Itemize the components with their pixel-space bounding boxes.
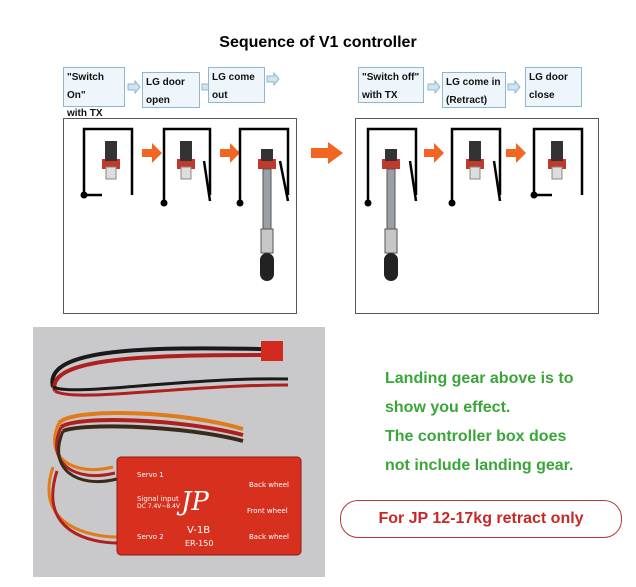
retract-mechanism-icon [466,141,484,180]
sequence-arrow-icon [311,142,343,164]
jp-logo: JP [181,487,209,517]
code-label: ER-150 [185,539,214,548]
controller-box [116,456,302,556]
signal-label: Signal input [137,495,179,503]
diagram-title: Sequence of V1 controller [219,34,417,51]
model-label: V-1B [187,525,211,536]
step-arrow-icon [507,80,521,94]
extended-landing-gear-icon [258,149,276,281]
servo2-label: Servo 2 [137,533,164,541]
step-arrow-icon [127,80,141,94]
step-arrow-icon [427,80,441,94]
servo1-label: Servo 1 [137,471,164,479]
step-lg-door-close: LG door close [525,67,582,107]
controller-photo: Servo 1 Signal input DC 7.4V~8.4V Servo … [33,327,325,577]
note-line: The controller box does [385,428,567,445]
back-wheel-2-label: Back wheel [249,533,289,541]
note-line: show you effect. [385,399,511,416]
wire-harness-illustration [47,341,302,556]
note-line: not include landing gear. [385,457,574,474]
step-switch-on: "Switch On" with TX [63,67,125,119]
note-line: Landing gear above is to [385,370,574,387]
extended-landing-gear-icon [382,149,400,281]
voltage-label: DC 7.4V~8.4V [137,503,181,510]
step-lg-door-open: LG door open [142,72,200,108]
back-wheel-1-label: Back wheel [249,481,289,489]
retract-mechanism-icon [548,141,566,180]
step-lg-come-in: LG come in (Retract) [442,72,506,108]
landing-gear-extend-illustration [80,127,290,281]
retract-mechanism-icon [177,141,195,180]
sequence-arrow-icon [506,143,526,163]
step-lg-come-out: LG come out [208,67,265,103]
landing-gear-retract-illustration [364,127,584,281]
notes-block: Landing gear above is to show you effect… [385,364,625,480]
step-arrow-icon [266,72,280,86]
sequence-arrow-icon [424,143,444,163]
front-wheel-label: Front wheel [247,507,288,515]
sequence-panel-extend [63,118,297,314]
sequence-arrow-icon [142,143,162,163]
retract-mechanism-icon [102,141,120,180]
sequence-arrow-icon [220,143,240,163]
retract-compatibility-note: For JP 12-17kg retract only [340,500,622,538]
jst-connector [261,341,283,361]
sequence-panel-retract [355,118,599,314]
step-switch-off: "Switch off" with TX [358,67,424,103]
